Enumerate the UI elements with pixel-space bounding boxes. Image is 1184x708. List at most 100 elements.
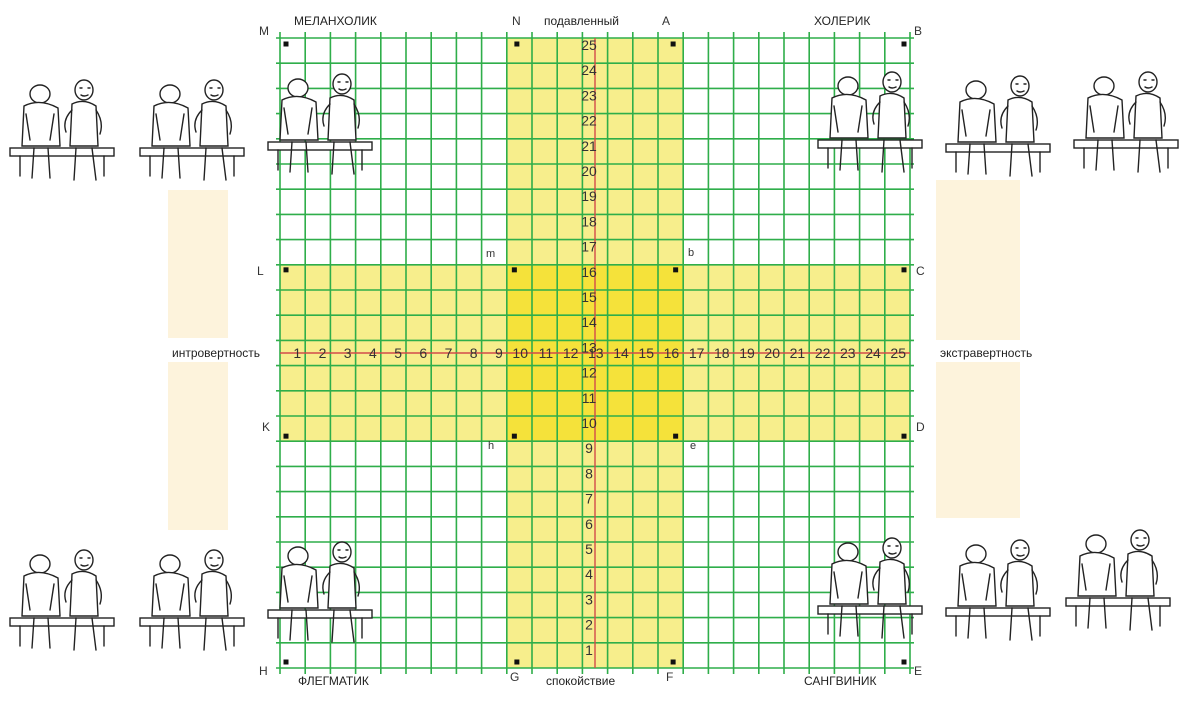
y-tick-label: 21 [581,138,597,154]
cartoon-sanguine-2 [942,530,1054,648]
y-tick-label: 11 [582,390,597,406]
point-B-label: B [914,24,922,38]
y-tick-label: 25 [581,37,597,53]
point-marker [902,42,907,47]
point-marker [514,42,519,47]
point-A-label: A [662,14,670,28]
x-tick-label: 17 [689,345,705,361]
x-tick-label: 10 [512,345,528,361]
x-tick-label: 23 [840,345,856,361]
x-tick-label: 16 [664,345,680,361]
x-tick-label: 1 [293,345,301,361]
y-tick-label: 9 [585,440,593,456]
quadrant-phlegmatic-label: ФЛЕГМАТИК [298,674,369,688]
x-tick-label: 22 [815,345,831,361]
x-tick-label: 5 [394,345,402,361]
x-tick-label: 2 [319,345,327,361]
point-e-label: e [690,440,696,452]
point-marker [284,267,289,272]
x-tick-label: 18 [714,345,730,361]
y-tick-label: 2 [585,617,593,633]
axis-right-label: экстравертность [940,346,1032,360]
y-tick-label: 14 [581,314,597,330]
x-tick-label: 6 [419,345,427,361]
point-F-label: F [666,670,673,684]
x-tick-label: 3 [344,345,352,361]
point-G-label: G [510,670,519,684]
cartoon-choleric-2 [942,66,1054,184]
axis-top-label: подавленный [544,14,619,28]
point-marker [284,434,289,439]
y-tick-label: 10 [581,415,597,431]
quadrant-sanguine-label: САНГВИНИК [804,674,876,688]
point-C-label: C [916,264,925,278]
point-b-label: b [688,247,694,259]
point-marker [514,660,519,665]
axis-left-label: интровертность [172,346,260,360]
y-tick-label: 5 [585,541,593,557]
x-tick-label: 9 [495,345,503,361]
cartoon-melancholic-1 [6,70,118,188]
point-D-label: D [916,420,925,434]
y-tick-label: 4 [585,566,593,582]
quadrant-melancholic-label: МЕЛАНХОЛИК [294,14,377,28]
cartoon-sanguine-1 [814,528,926,646]
y-tick-label: 18 [581,213,597,229]
cartoon-phlegmatic-1 [6,540,118,658]
point-marker [902,267,907,272]
y-tick-label: 12 [581,365,597,381]
x-tick-label: 21 [790,345,806,361]
y-tick-label: 7 [585,491,593,507]
point-M-label: M [259,24,269,38]
cartoon-choleric-1 [814,62,926,180]
cartoon-sanguine-3 [1062,520,1174,638]
y-tick-label: 13 [581,339,597,355]
x-tick-label: 4 [369,345,377,361]
cartoon-phlegmatic-3 [264,532,376,650]
x-tick-label: 7 [445,345,453,361]
point-marker [512,434,517,439]
x-tick-label: 12 [563,345,579,361]
x-tick-label: 8 [470,345,478,361]
point-marker [673,267,678,272]
y-tick-label: 8 [585,465,593,481]
point-h-label: h [488,440,494,452]
point-H-label: H [259,664,268,678]
x-tick-label: 24 [865,345,881,361]
y-tick-label: 6 [585,516,593,532]
point-marker [902,434,907,439]
cartoon-melancholic-3 [264,64,376,182]
x-tick-label: 15 [638,345,654,361]
y-tick-label: 3 [585,591,593,607]
x-tick-label: 19 [739,345,755,361]
point-L-label: L [257,264,264,278]
quadrant-choleric-label: ХОЛЕРИК [814,14,870,28]
point-N-label: N [512,14,521,28]
point-marker [284,660,289,665]
point-K-label: K [262,420,270,434]
point-marker [284,42,289,47]
x-tick-label: 20 [764,345,780,361]
point-marker [902,660,907,665]
y-tick-label: 15 [581,289,597,305]
y-tick-label: 23 [581,87,597,103]
y-tick-label: 1 [585,642,593,658]
cartoon-phlegmatic-2 [136,540,248,658]
x-tick-label: 11 [539,345,554,361]
point-marker [671,42,676,47]
y-tick-label: 20 [581,163,597,179]
point-m-label: m [486,248,495,260]
y-tick-label: 24 [581,62,597,78]
x-tick-label: 25 [890,345,906,361]
point-marker [671,660,676,665]
point-E-label: E [914,664,922,678]
y-tick-label: 22 [581,113,597,129]
x-tick-label: 14 [613,345,629,361]
cartoon-melancholic-2 [136,70,248,188]
y-tick-label: 19 [581,188,597,204]
y-tick-label: 16 [581,264,597,280]
cartoon-choleric-3 [1070,62,1182,180]
axis-bottom-label: спокойствие [546,674,615,688]
point-marker [673,434,678,439]
